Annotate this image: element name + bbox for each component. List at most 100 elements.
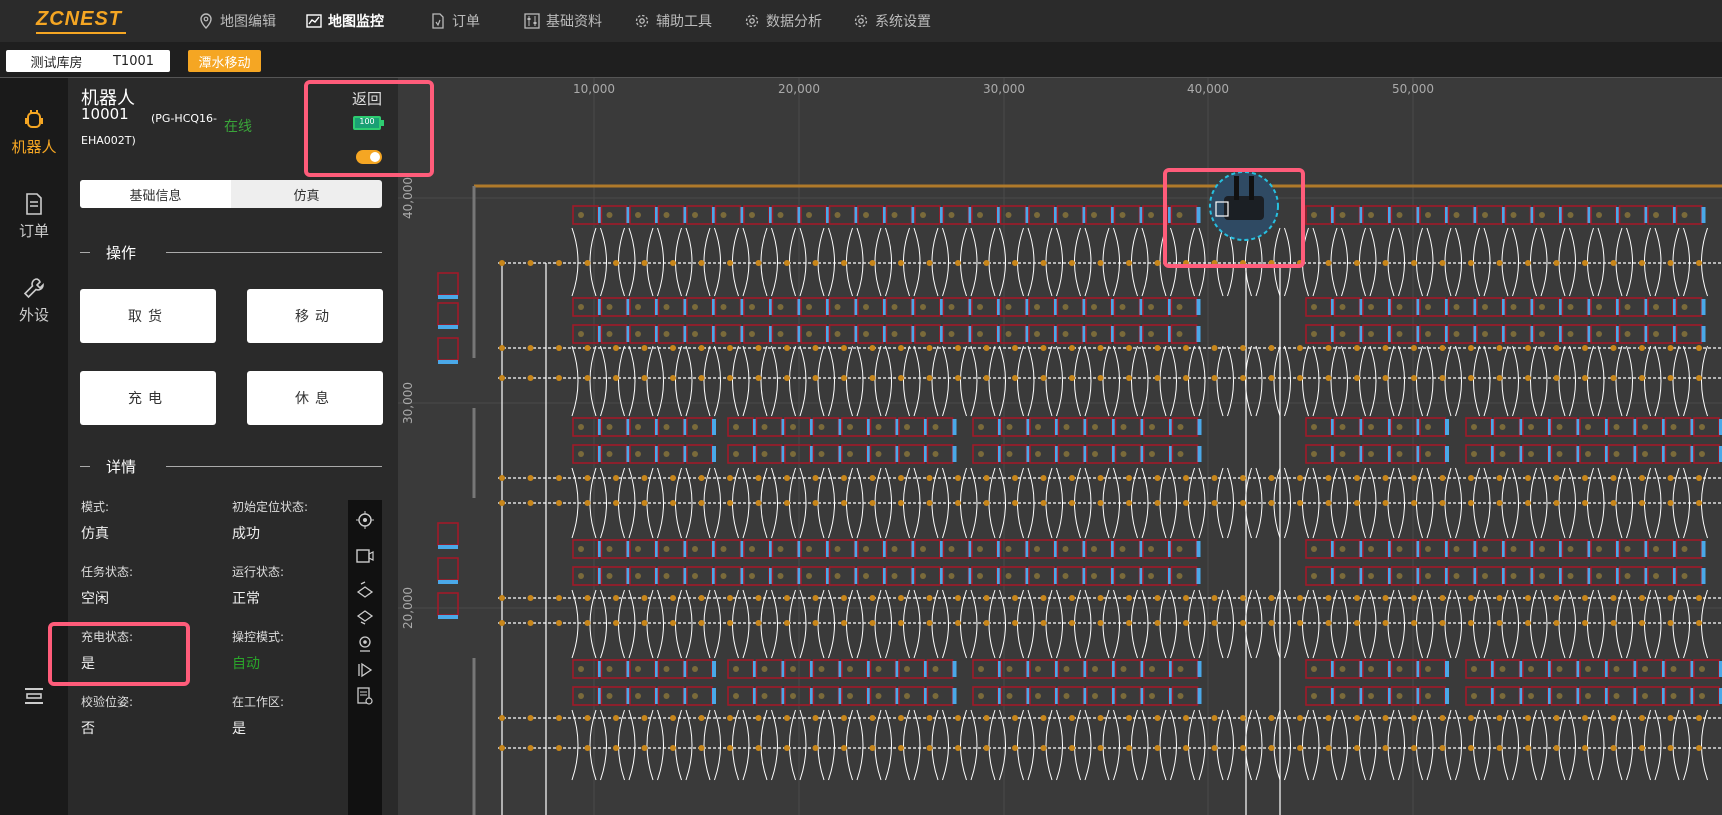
path-node bbox=[1382, 475, 1389, 481]
rack-slot bbox=[828, 324, 856, 344]
rack-slot bbox=[942, 205, 970, 225]
slot-item bbox=[818, 693, 825, 699]
path-node bbox=[1154, 500, 1161, 506]
rack-slot bbox=[1590, 205, 1617, 225]
rack-slot bbox=[686, 297, 713, 317]
path-node bbox=[1610, 595, 1617, 601]
rail-item-orders[interactable]: 订单 bbox=[0, 192, 68, 241]
slot-marker bbox=[1548, 661, 1552, 677]
path-node bbox=[727, 375, 733, 381]
slot-item bbox=[1670, 666, 1677, 672]
robot-toggle[interactable] bbox=[356, 150, 382, 164]
path-node bbox=[1012, 345, 1018, 351]
slot-marker bbox=[769, 326, 773, 342]
path-node bbox=[641, 715, 648, 721]
slot-item bbox=[606, 304, 613, 310]
play-icon[interactable] bbox=[355, 660, 375, 680]
slot-marker bbox=[826, 207, 830, 223]
layer-up-icon[interactable] bbox=[355, 580, 375, 600]
robot-tag[interactable]: T1001 bbox=[97, 50, 170, 72]
mode-tag[interactable]: 潭水移动 bbox=[188, 50, 261, 72]
report-icon[interactable] bbox=[355, 686, 375, 706]
path-node bbox=[698, 745, 705, 751]
path-node bbox=[1097, 345, 1104, 351]
nav-map-edit[interactable]: 地图编辑 bbox=[198, 10, 276, 32]
rail-item-robot[interactable]: 机器人 bbox=[0, 108, 68, 157]
path-node bbox=[1696, 375, 1702, 381]
path-node bbox=[1325, 620, 1332, 626]
rack-slot bbox=[1561, 324, 1589, 344]
section-title: 操作 bbox=[106, 244, 137, 262]
slot-marker bbox=[1576, 419, 1581, 435]
slot-item bbox=[948, 546, 955, 552]
rack-slot bbox=[1675, 566, 1703, 586]
rest-button[interactable]: 休息 bbox=[247, 371, 383, 425]
path-node bbox=[1582, 475, 1588, 481]
rack-slot bbox=[1305, 444, 1332, 464]
slot-marker bbox=[1605, 661, 1609, 677]
nav-data-analysis[interactable]: 数据分析 bbox=[744, 10, 822, 32]
path-node bbox=[1468, 375, 1474, 381]
locate-icon[interactable] bbox=[355, 510, 375, 530]
slot-item bbox=[904, 666, 910, 672]
path-node bbox=[641, 595, 648, 601]
move-button[interactable]: 移动 bbox=[247, 289, 383, 343]
rack-slot bbox=[629, 444, 656, 464]
path-arc bbox=[1227, 709, 1252, 781]
path-node bbox=[1439, 345, 1446, 351]
nav-system-settings[interactable]: 系统设置 bbox=[853, 10, 931, 32]
slot-item bbox=[1035, 451, 1041, 457]
slot-marker bbox=[1719, 446, 1722, 462]
path-node bbox=[1525, 745, 1531, 751]
slot-item bbox=[806, 212, 812, 218]
nav-map-monitor[interactable]: 地图监控 bbox=[306, 10, 384, 32]
slot-item bbox=[692, 451, 698, 457]
rack-slot bbox=[1143, 686, 1170, 706]
nav-basic-data[interactable]: 基础资料 bbox=[524, 10, 602, 32]
slot-marker bbox=[712, 661, 716, 677]
rack-slot bbox=[1056, 324, 1084, 344]
pin-icon[interactable] bbox=[355, 634, 375, 654]
path-node bbox=[1211, 595, 1218, 601]
slot-item bbox=[1653, 212, 1659, 218]
detail-value-in-workzone: 是 bbox=[232, 721, 246, 737]
nav-aux-tools[interactable]: 辅助工具 bbox=[634, 10, 712, 32]
path-node bbox=[1411, 345, 1417, 351]
rail-collapse[interactable] bbox=[0, 684, 68, 712]
rack-slot bbox=[1579, 444, 1606, 464]
path-arc bbox=[1540, 709, 1566, 781]
path-arc bbox=[913, 589, 939, 659]
rack-slot bbox=[1085, 566, 1112, 586]
slot-marker bbox=[1331, 446, 1335, 462]
rack-slot bbox=[1579, 659, 1606, 679]
slot-item bbox=[635, 573, 641, 579]
camera-icon[interactable] bbox=[355, 546, 375, 566]
tab-basic-info[interactable]: 基础信息 bbox=[80, 180, 231, 208]
rail-item-peripherals[interactable]: 外设 bbox=[0, 276, 68, 325]
slot-marker bbox=[598, 661, 602, 677]
slot-item bbox=[720, 573, 727, 579]
path-node bbox=[1582, 715, 1588, 721]
back-button[interactable]: 返回 bbox=[352, 90, 383, 108]
slot-item bbox=[978, 424, 984, 430]
slot-item bbox=[1062, 573, 1069, 579]
slot-item bbox=[1062, 212, 1069, 218]
rack-slot bbox=[1028, 539, 1055, 559]
pickup-button[interactable]: 取货 bbox=[80, 289, 216, 343]
layer-down-icon[interactable] bbox=[355, 606, 375, 626]
slot-marker bbox=[1662, 419, 1666, 435]
slot-item bbox=[578, 451, 584, 457]
slot-item bbox=[977, 331, 983, 337]
warehouse-tag[interactable]: 测试库房 bbox=[6, 50, 107, 72]
rack-slot bbox=[1028, 297, 1055, 317]
path-arc bbox=[742, 589, 768, 659]
tab-simulation[interactable]: 仿真 bbox=[293, 188, 320, 204]
slot-item bbox=[1482, 573, 1488, 579]
path-node bbox=[983, 475, 990, 481]
charge-button[interactable]: 充电 bbox=[80, 371, 216, 425]
nav-orders[interactable]: 订单 bbox=[430, 10, 480, 32]
path-node bbox=[1354, 715, 1360, 721]
path-node bbox=[755, 745, 762, 751]
